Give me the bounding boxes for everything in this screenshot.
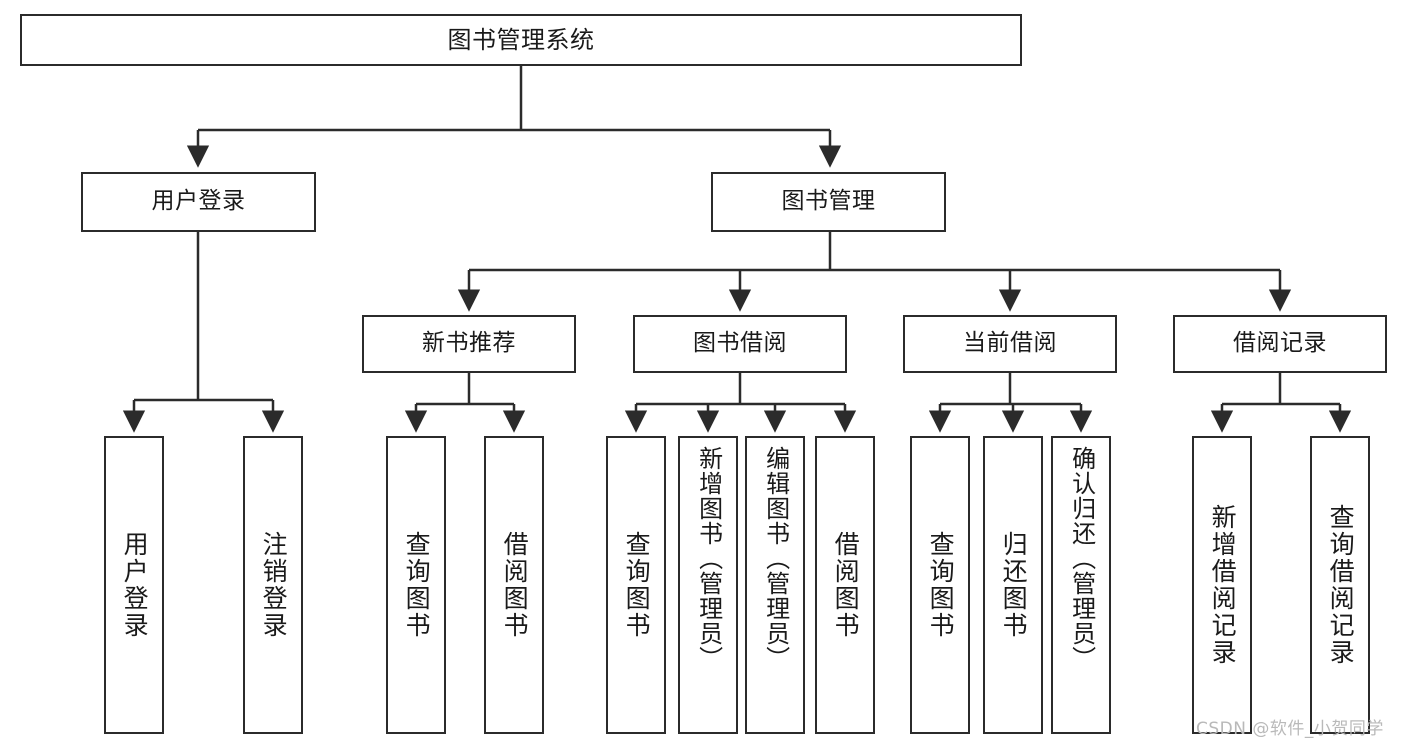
node-leaf-add-borrow-record[interactable]: 新增借阅记录 — [1192, 436, 1252, 734]
node-label: 图书借阅 — [693, 330, 787, 357]
node-label: 借阅图书 — [500, 531, 530, 639]
node-label: 查询借阅记录 — [1326, 504, 1356, 666]
node-label: 编辑图书（管理员） — [761, 446, 790, 671]
node-label: 新增借阅记录 — [1208, 504, 1238, 666]
node-user-login[interactable]: 用户登录 — [81, 172, 316, 232]
node-label: 新书推荐 — [422, 330, 516, 357]
node-book-management[interactable]: 图书管理 — [711, 172, 946, 232]
node-leaf-return-book[interactable]: 归还图书 — [983, 436, 1043, 734]
node-label: 查询图书 — [622, 531, 652, 639]
node-leaf-borrow-book-1[interactable]: 借阅图书 — [484, 436, 544, 734]
node-label: 图书管理 — [781, 188, 876, 215]
node-label: 借阅图书 — [831, 531, 861, 639]
node-root-book-management-system[interactable]: 图书管理系统 — [20, 14, 1022, 66]
node-leaf-query-book-2[interactable]: 查询图书 — [606, 436, 666, 734]
csdn-watermark: CSDN @软件_小贺同学 — [1196, 719, 1384, 739]
node-borrow-record[interactable]: 借阅记录 — [1173, 315, 1387, 373]
node-leaf-query-borrow-record[interactable]: 查询借阅记录 — [1310, 436, 1370, 734]
node-leaf-user-login[interactable]: 用户登录 — [104, 436, 164, 734]
node-leaf-confirm-return-admin[interactable]: 确认归还（管理员） — [1051, 436, 1111, 734]
node-leaf-borrow-book-2[interactable]: 借阅图书 — [815, 436, 875, 734]
node-current-borrow[interactable]: 当前借阅 — [903, 315, 1117, 373]
node-label: 查询图书 — [926, 531, 956, 639]
node-label: 新增图书（管理员） — [694, 446, 723, 671]
node-label: 确认归还（管理员） — [1067, 446, 1096, 671]
node-label: 用户登录 — [151, 188, 246, 215]
node-leaf-edit-book-admin[interactable]: 编辑图书（管理员） — [745, 436, 805, 734]
node-leaf-query-book-3[interactable]: 查询图书 — [910, 436, 970, 734]
node-label: 当前借阅 — [963, 330, 1057, 357]
node-book-borrow[interactable]: 图书借阅 — [633, 315, 847, 373]
node-label: 查询图书 — [402, 531, 432, 639]
node-leaf-query-book-1[interactable]: 查询图书 — [386, 436, 446, 734]
node-label: 注销登录 — [259, 531, 289, 639]
node-new-book-recommendation[interactable]: 新书推荐 — [362, 315, 576, 373]
node-label: 图书管理系统 — [447, 25, 595, 54]
node-label: 归还图书 — [999, 531, 1029, 639]
node-label: 用户登录 — [120, 531, 150, 639]
node-leaf-logout[interactable]: 注销登录 — [243, 436, 303, 734]
node-leaf-add-book-admin[interactable]: 新增图书（管理员） — [678, 436, 738, 734]
node-label: 借阅记录 — [1233, 330, 1327, 357]
